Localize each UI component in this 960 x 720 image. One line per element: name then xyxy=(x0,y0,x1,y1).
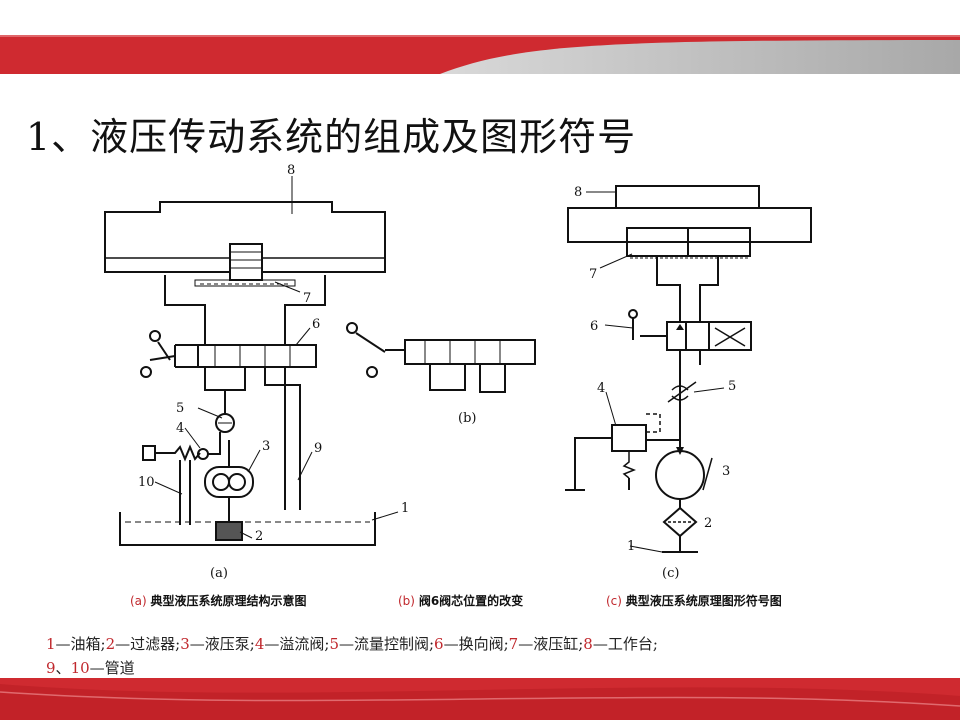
legend-line-1: 1—油箱;2—过滤器;3—液压泵;4—溢流阀;5—流量控制阀;6—换向阀;7—液… xyxy=(46,632,658,656)
legend-num: 3 xyxy=(180,635,190,653)
label-a-sub: (a) xyxy=(210,566,228,581)
label-a-9: 9 xyxy=(314,441,322,456)
label-a-2: 2 xyxy=(255,529,263,544)
label-a-6: 6 xyxy=(312,317,320,332)
legend-num: 8 xyxy=(583,635,593,653)
legend-text: —工作台; xyxy=(592,635,658,653)
caption-c-text: 典型液压系统原理图形符号图 xyxy=(625,594,782,608)
caption-a: (a) 典型液压系统原理结构示意图 xyxy=(130,592,307,609)
page-title: 1、液压传动系统的组成及图形符号 xyxy=(26,115,637,159)
caption-b: (b) 阀6阀芯位置的改变 xyxy=(398,592,523,609)
caption-b-tag: (b) xyxy=(398,594,415,608)
legend-num: 2 xyxy=(105,635,116,653)
label-a-7: 7 xyxy=(303,291,311,306)
legend-num: 4 xyxy=(254,635,265,653)
label-a-8: 8 xyxy=(287,163,295,178)
legend-num: 7 xyxy=(508,635,519,653)
legend-line-2: 9、10—管道 xyxy=(46,656,658,680)
label-a-5: 5 xyxy=(176,401,184,416)
legend-num: 1 xyxy=(46,635,56,653)
label-c-5: 5 xyxy=(728,379,736,394)
legend-text: —流量控制阀; xyxy=(338,635,435,653)
label-c-2: 2 xyxy=(704,516,712,531)
label-c-3: 3 xyxy=(722,464,730,479)
bottom-decor-band xyxy=(0,678,960,720)
legend-num: 10 xyxy=(70,659,90,677)
legend-text: —液压泵; xyxy=(189,635,255,653)
caption-c: (c) 典型液压系统原理图形符号图 xyxy=(606,592,782,609)
component-legend: 1—油箱;2—过滤器;3—液压泵;4—溢流阀;5—流量控制阀;6—换向阀;7—液… xyxy=(46,632,658,680)
label-c-6: 6 xyxy=(590,319,598,334)
legend-sep: 、 xyxy=(55,659,71,677)
legend-num: 9 xyxy=(46,659,56,677)
caption-a-tag: (a) xyxy=(130,594,147,608)
top-decor-band xyxy=(0,0,960,74)
label-c-4: 4 xyxy=(597,381,605,396)
legend-text: —油箱; xyxy=(55,635,106,653)
caption-c-tag: (c) xyxy=(606,594,622,608)
caption-b-text: 阀6阀芯位置的改变 xyxy=(418,594,524,608)
label-a-3: 3 xyxy=(262,439,270,454)
legend-text: —溢流阀; xyxy=(264,635,330,653)
label-c-sub: (c) xyxy=(662,566,679,581)
legend-text: —换向阀; xyxy=(443,635,509,653)
label-a-1: 1 xyxy=(401,501,409,516)
legend-text: —液压缸; xyxy=(518,635,584,653)
label-c-1: 1 xyxy=(627,539,635,554)
label-a-10: 10 xyxy=(138,475,155,490)
label-c-7: 7 xyxy=(589,267,597,282)
label-b-sub: (b) xyxy=(458,411,476,426)
legend-text: —管道 xyxy=(89,659,135,677)
legend-num: 6 xyxy=(434,635,444,653)
label-c-8: 8 xyxy=(574,185,582,200)
label-a-4: 4 xyxy=(176,421,184,436)
legend-num: 5 xyxy=(329,635,339,653)
caption-a-text: 典型液压系统原理结构示意图 xyxy=(150,594,307,608)
legend-text: —过滤器; xyxy=(115,635,181,653)
